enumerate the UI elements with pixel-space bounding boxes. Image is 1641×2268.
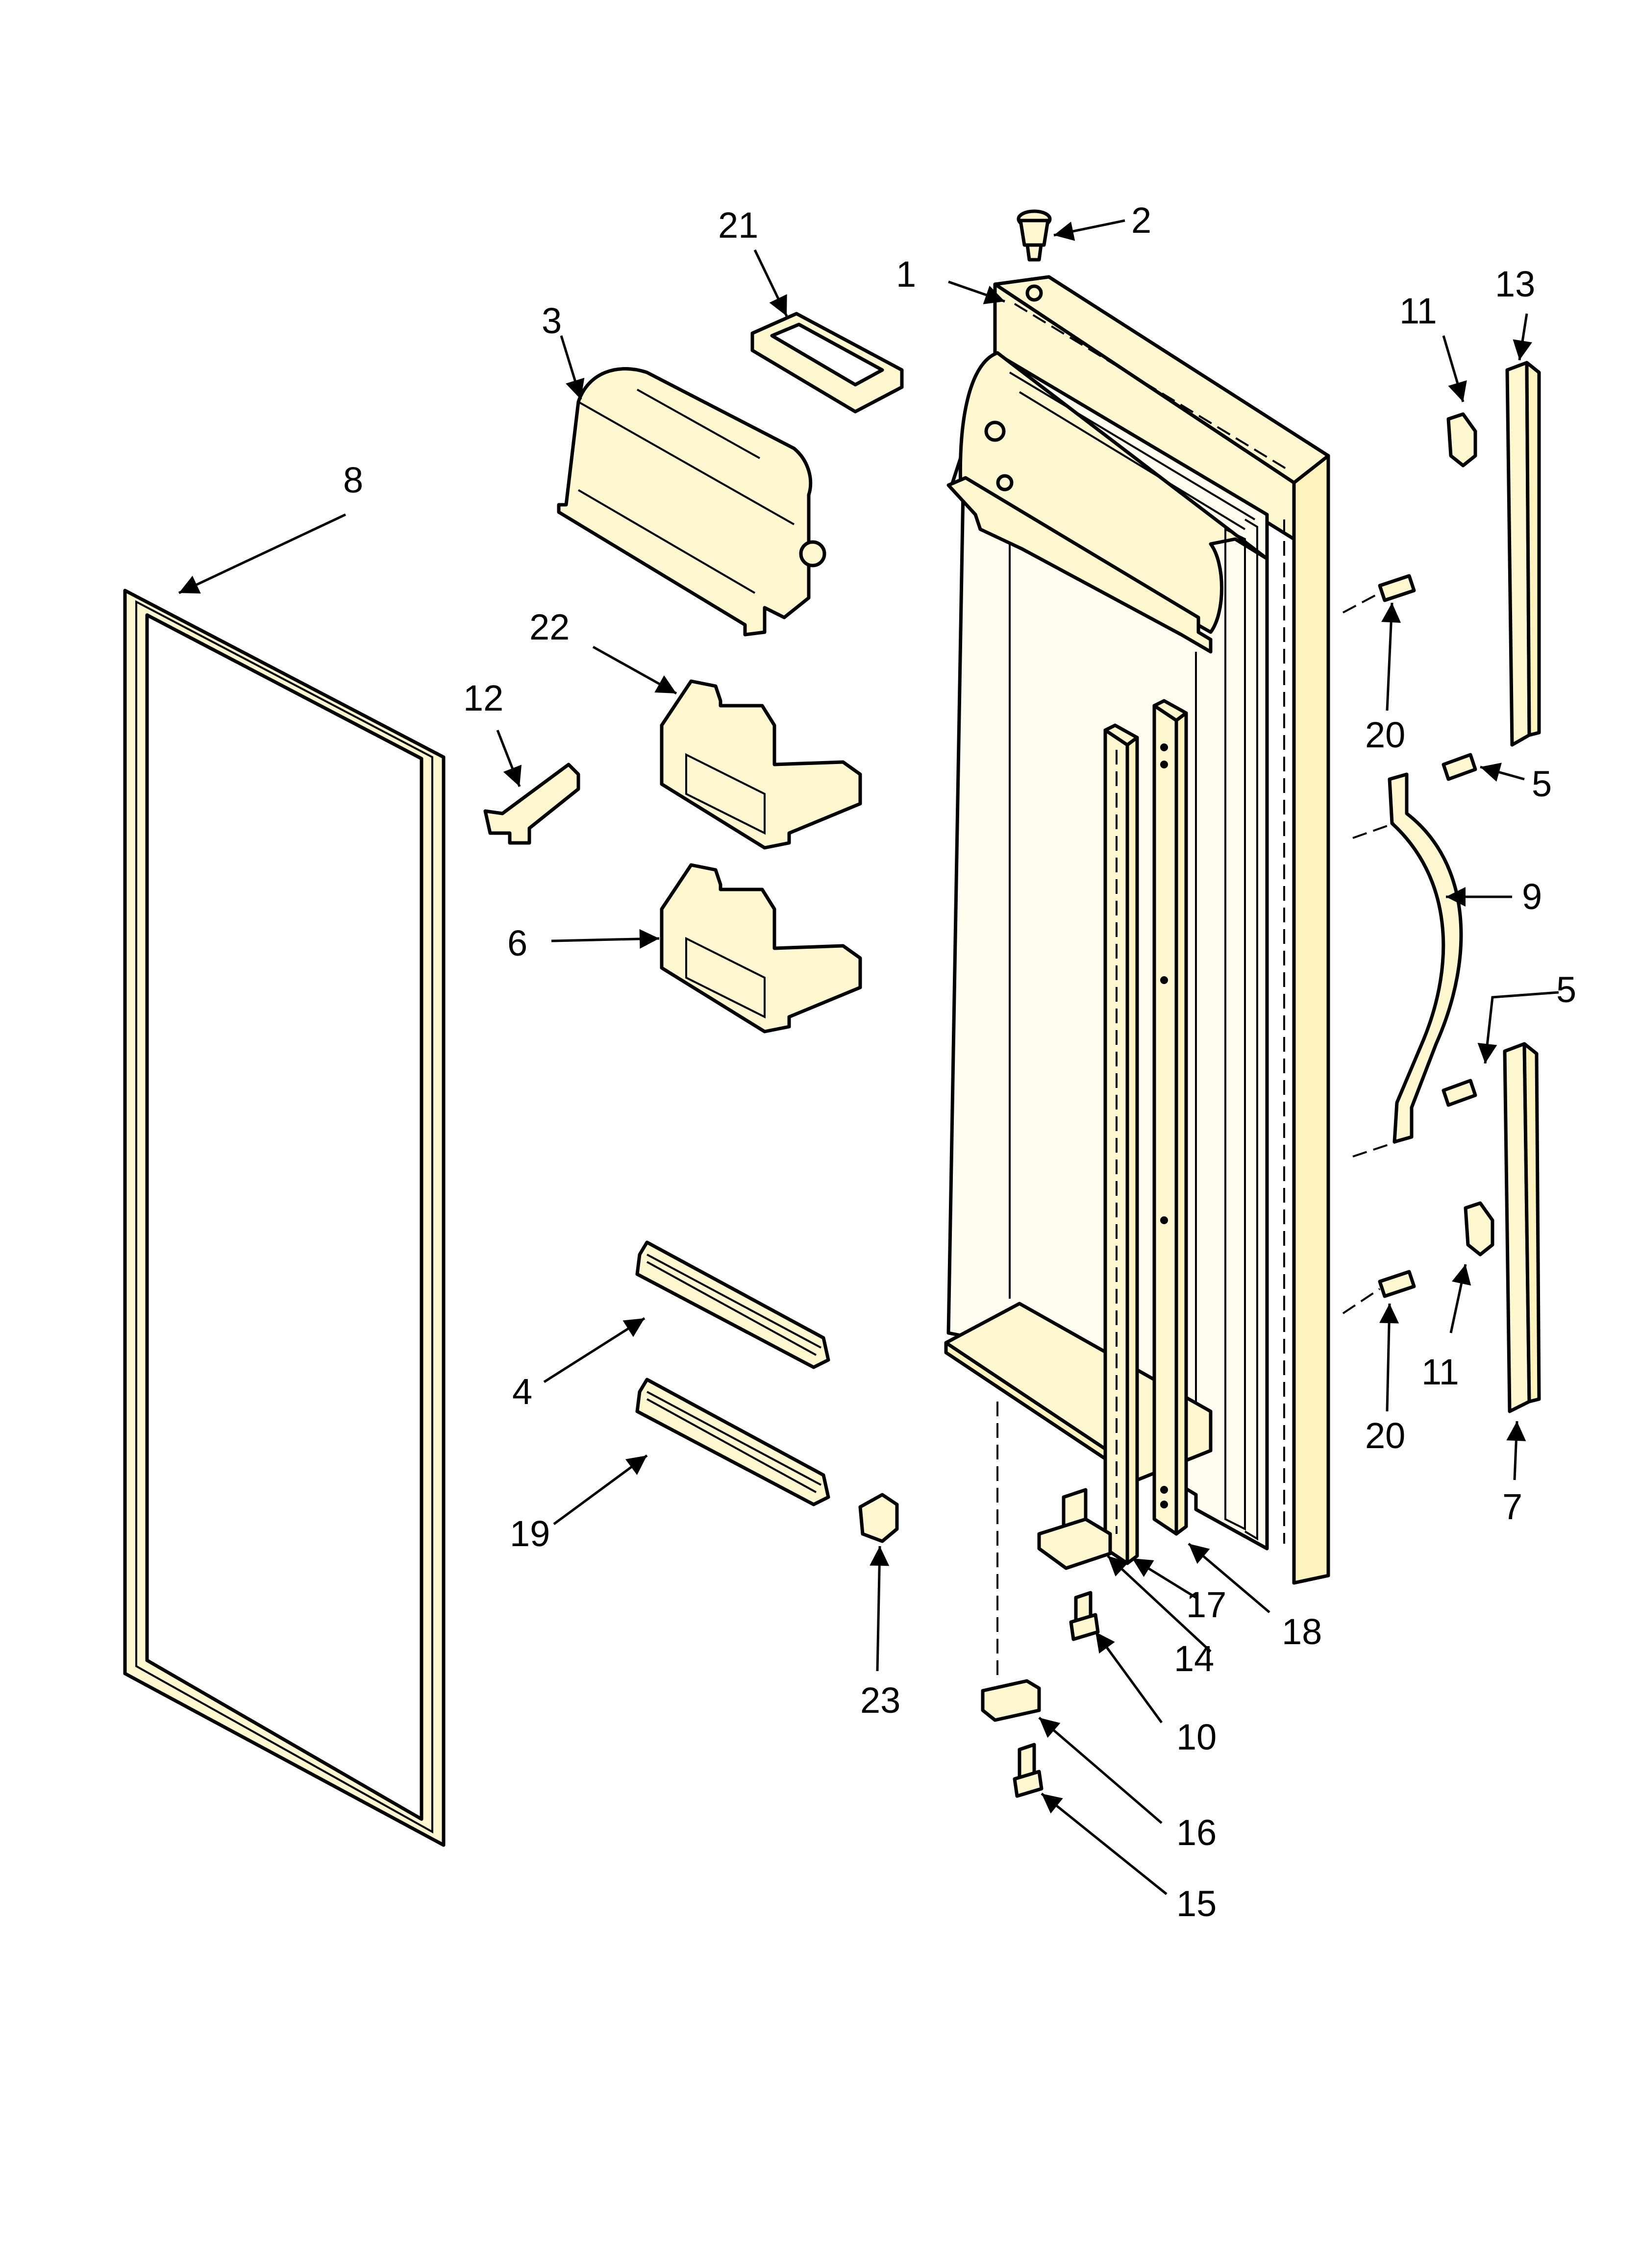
screw-5-upper	[1442, 753, 1477, 781]
callout-15: 15	[1176, 1883, 1217, 1924]
callout-21: 21	[718, 205, 758, 246]
callout-4: 4	[512, 1371, 532, 1412]
callout-leaders	[178, 219, 1559, 1895]
callout-11b: 11	[1421, 1352, 1459, 1392]
callout-22: 22	[529, 607, 570, 647]
callout-12: 12	[463, 678, 503, 718]
trim-strip-lower	[1503, 1042, 1541, 1413]
callout-14: 14	[1174, 1638, 1214, 1679]
callout-5a: 5	[1532, 764, 1552, 804]
screw-20-upper	[1343, 574, 1416, 614]
callout-1: 1	[896, 254, 916, 295]
door-gasket	[123, 589, 446, 1847]
door-shelf-lower	[660, 863, 862, 1034]
hinge-pin-top	[1017, 209, 1052, 262]
bin-rail-upper	[635, 1240, 830, 1369]
bin-clip	[858, 1493, 899, 1543]
door-handle	[1352, 772, 1463, 1158]
callout-3: 3	[542, 300, 562, 341]
shelf-clip	[483, 763, 580, 845]
screw-20-lower	[1342, 1270, 1416, 1314]
callout-18: 18	[1282, 1611, 1322, 1652]
callout-16: 16	[1176, 1812, 1217, 1853]
dairy-bin-cover	[750, 312, 904, 414]
door-liner-rails	[1103, 699, 1188, 1565]
callout-6: 6	[507, 923, 527, 963]
callout-19: 19	[510, 1513, 550, 1554]
callout-5b: 5	[1556, 969, 1576, 1010]
callout-2: 2	[1131, 200, 1151, 241]
callout-11a: 11	[1399, 291, 1437, 331]
callout-13: 13	[1495, 264, 1535, 304]
callout-17: 17	[1186, 1584, 1226, 1625]
callout-10: 10	[1176, 1717, 1217, 1757]
callout-20a: 20	[1365, 715, 1405, 755]
trim-clip-lower	[1464, 1201, 1494, 1257]
callout-23: 23	[860, 1680, 900, 1721]
callout-7: 7	[1502, 1486, 1522, 1527]
dairy-compartment	[557, 367, 826, 637]
trim-strip-upper	[1505, 361, 1541, 747]
callout-20b: 20	[1365, 1415, 1405, 1456]
screw-5-lower	[1442, 1079, 1477, 1107]
bin-rail-lower	[635, 1378, 830, 1506]
hinge-bottom-assembly	[981, 1402, 1112, 1798]
callout-9: 9	[1522, 876, 1542, 917]
callout-labels: 1 2 3 4 5 5 6 7 8 9 10 11 11 12 13 14 15…	[343, 200, 1576, 1924]
door-shelf-upper	[660, 679, 862, 850]
trim-clip-upper	[1446, 412, 1477, 468]
callout-8: 8	[343, 460, 363, 500]
